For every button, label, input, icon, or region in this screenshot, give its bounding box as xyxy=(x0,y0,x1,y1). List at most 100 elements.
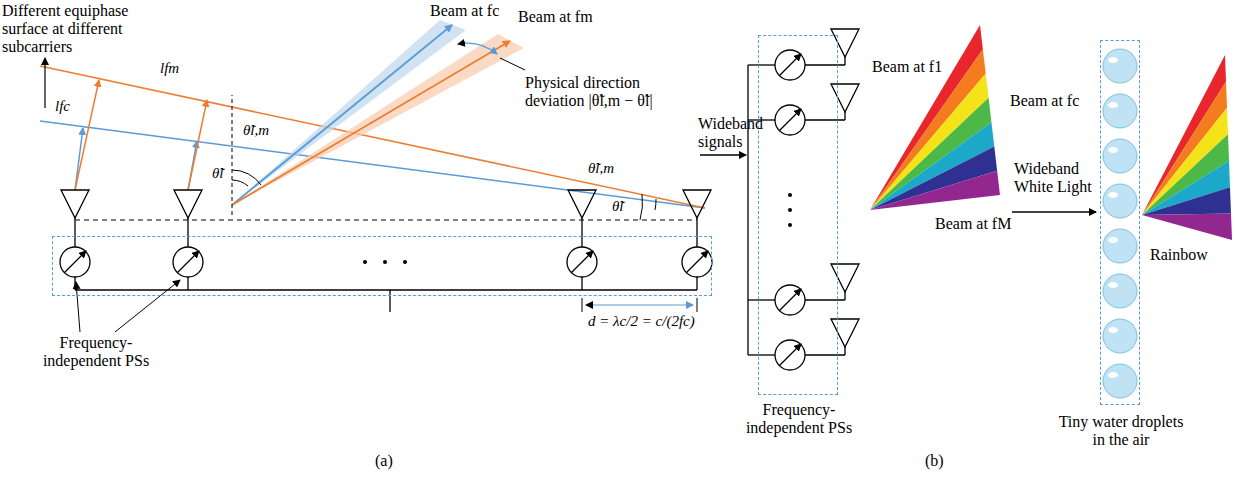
feed-line xyxy=(581,277,582,290)
figure-label: (a) xyxy=(375,452,393,470)
water-droplet xyxy=(1103,319,1137,353)
phase-shifter-arrow xyxy=(64,251,86,273)
drawing-part xyxy=(232,41,510,205)
drawing-part xyxy=(700,154,746,155)
drawing-part xyxy=(788,208,792,212)
antenna xyxy=(831,84,859,112)
drawing-part xyxy=(232,170,261,185)
group-label: Frequency-independent PSs xyxy=(31,334,161,370)
feed-line xyxy=(187,277,188,290)
figure-label: (b) xyxy=(925,452,944,470)
feed-line xyxy=(805,354,845,355)
drawing-part xyxy=(232,34,524,205)
drawing-part xyxy=(232,25,452,205)
droplet-highlight xyxy=(1108,57,1118,63)
antenna xyxy=(683,190,711,218)
figure-label: Wideband signals xyxy=(698,115,758,151)
phase-shifter xyxy=(60,247,90,277)
water-droplet xyxy=(1103,139,1137,173)
drawing-part xyxy=(40,121,705,208)
drawing-part xyxy=(655,199,656,210)
phase-shifter xyxy=(775,50,805,80)
drawing-part xyxy=(232,95,233,215)
feed-line xyxy=(696,277,697,290)
water-droplet xyxy=(1103,274,1137,308)
phase-shifter xyxy=(173,247,203,277)
drawing-part xyxy=(403,260,407,264)
drawing-part xyxy=(389,290,390,312)
drawing-part xyxy=(747,65,748,355)
water-droplet xyxy=(1103,229,1137,263)
feed-line xyxy=(805,299,845,300)
antenna xyxy=(831,264,859,292)
dashed-group-box: Frequency-independent PSs xyxy=(758,35,838,395)
group-label: Tiny water droplets in the air xyxy=(1056,413,1186,449)
figure-label: lfc xyxy=(55,98,70,115)
figure-label: Beam at fc xyxy=(1010,92,1079,110)
feed-line xyxy=(74,218,75,247)
drawing-part xyxy=(582,298,583,312)
phase-shifter-arrow xyxy=(686,251,708,273)
drawing-part xyxy=(232,20,466,205)
figure-label: d = λc/2 = c/(2fc) xyxy=(588,313,695,330)
drawing-part xyxy=(76,282,80,332)
droplet-highlight xyxy=(1108,192,1118,198)
phase-shifter-arrow xyxy=(779,289,801,311)
figure-label: θ̃l,m xyxy=(588,160,614,177)
feed-line xyxy=(74,277,75,290)
figure-label: Different equiphase surface at different… xyxy=(2,2,152,56)
antenna xyxy=(831,319,859,347)
drawing-part xyxy=(458,43,497,54)
drawing-part xyxy=(75,220,697,221)
drawing-part xyxy=(500,58,525,70)
rainbow-band xyxy=(1142,187,1231,215)
figure-label: Physical direction deviation |θ̃l,m − θ̃… xyxy=(525,74,675,110)
drawing-part xyxy=(44,58,45,108)
feed-line xyxy=(748,299,775,300)
droplet-highlight xyxy=(1108,282,1118,288)
rainbow-band xyxy=(1142,161,1230,215)
feed-line xyxy=(748,354,775,355)
drawing-part xyxy=(586,304,693,305)
drawing-part xyxy=(1103,49,1137,398)
phase-shifter-arrow xyxy=(571,251,593,273)
drawing-part xyxy=(870,25,1232,240)
phase-shifter xyxy=(775,285,805,315)
drawing-part xyxy=(697,298,698,312)
figure-label: θ̃l,m xyxy=(243,122,269,139)
droplet-highlight xyxy=(1108,237,1118,243)
phase-shifter xyxy=(775,105,805,135)
water-droplet xyxy=(1103,49,1137,83)
phase-shifter-arrow xyxy=(779,344,801,366)
feed-line xyxy=(696,218,697,247)
figure-label: Beam at fM xyxy=(935,215,1011,233)
droplet-highlight xyxy=(1108,102,1118,108)
antenna xyxy=(831,29,859,57)
drawing-part xyxy=(75,80,99,190)
phase-shifter xyxy=(682,247,712,277)
droplet-highlight xyxy=(1108,372,1118,378)
rainbow-band xyxy=(870,171,1000,210)
phase-shifter xyxy=(567,247,597,277)
feed-line xyxy=(805,64,845,65)
feed-line xyxy=(187,218,188,247)
antenna xyxy=(174,190,202,218)
antenna xyxy=(568,190,596,218)
drawing-part xyxy=(60,190,712,290)
drawing-part xyxy=(363,260,367,264)
dashed-group-box: Frequency-independent PSs xyxy=(52,236,712,296)
droplet-highlight xyxy=(1108,327,1118,333)
feed-line xyxy=(581,218,582,247)
drawing-part xyxy=(640,194,643,220)
figure-label: θ̃l xyxy=(212,165,224,182)
phase-shifter-arrow xyxy=(177,251,199,273)
figure-label: lfm xyxy=(160,60,179,77)
rainbow-band xyxy=(1142,214,1232,240)
feed-line xyxy=(748,64,775,65)
water-droplet xyxy=(1103,94,1137,128)
droplet-highlight xyxy=(1108,147,1118,153)
drawing-part xyxy=(383,260,387,264)
group-label: Frequency-independent PSs xyxy=(734,401,864,437)
